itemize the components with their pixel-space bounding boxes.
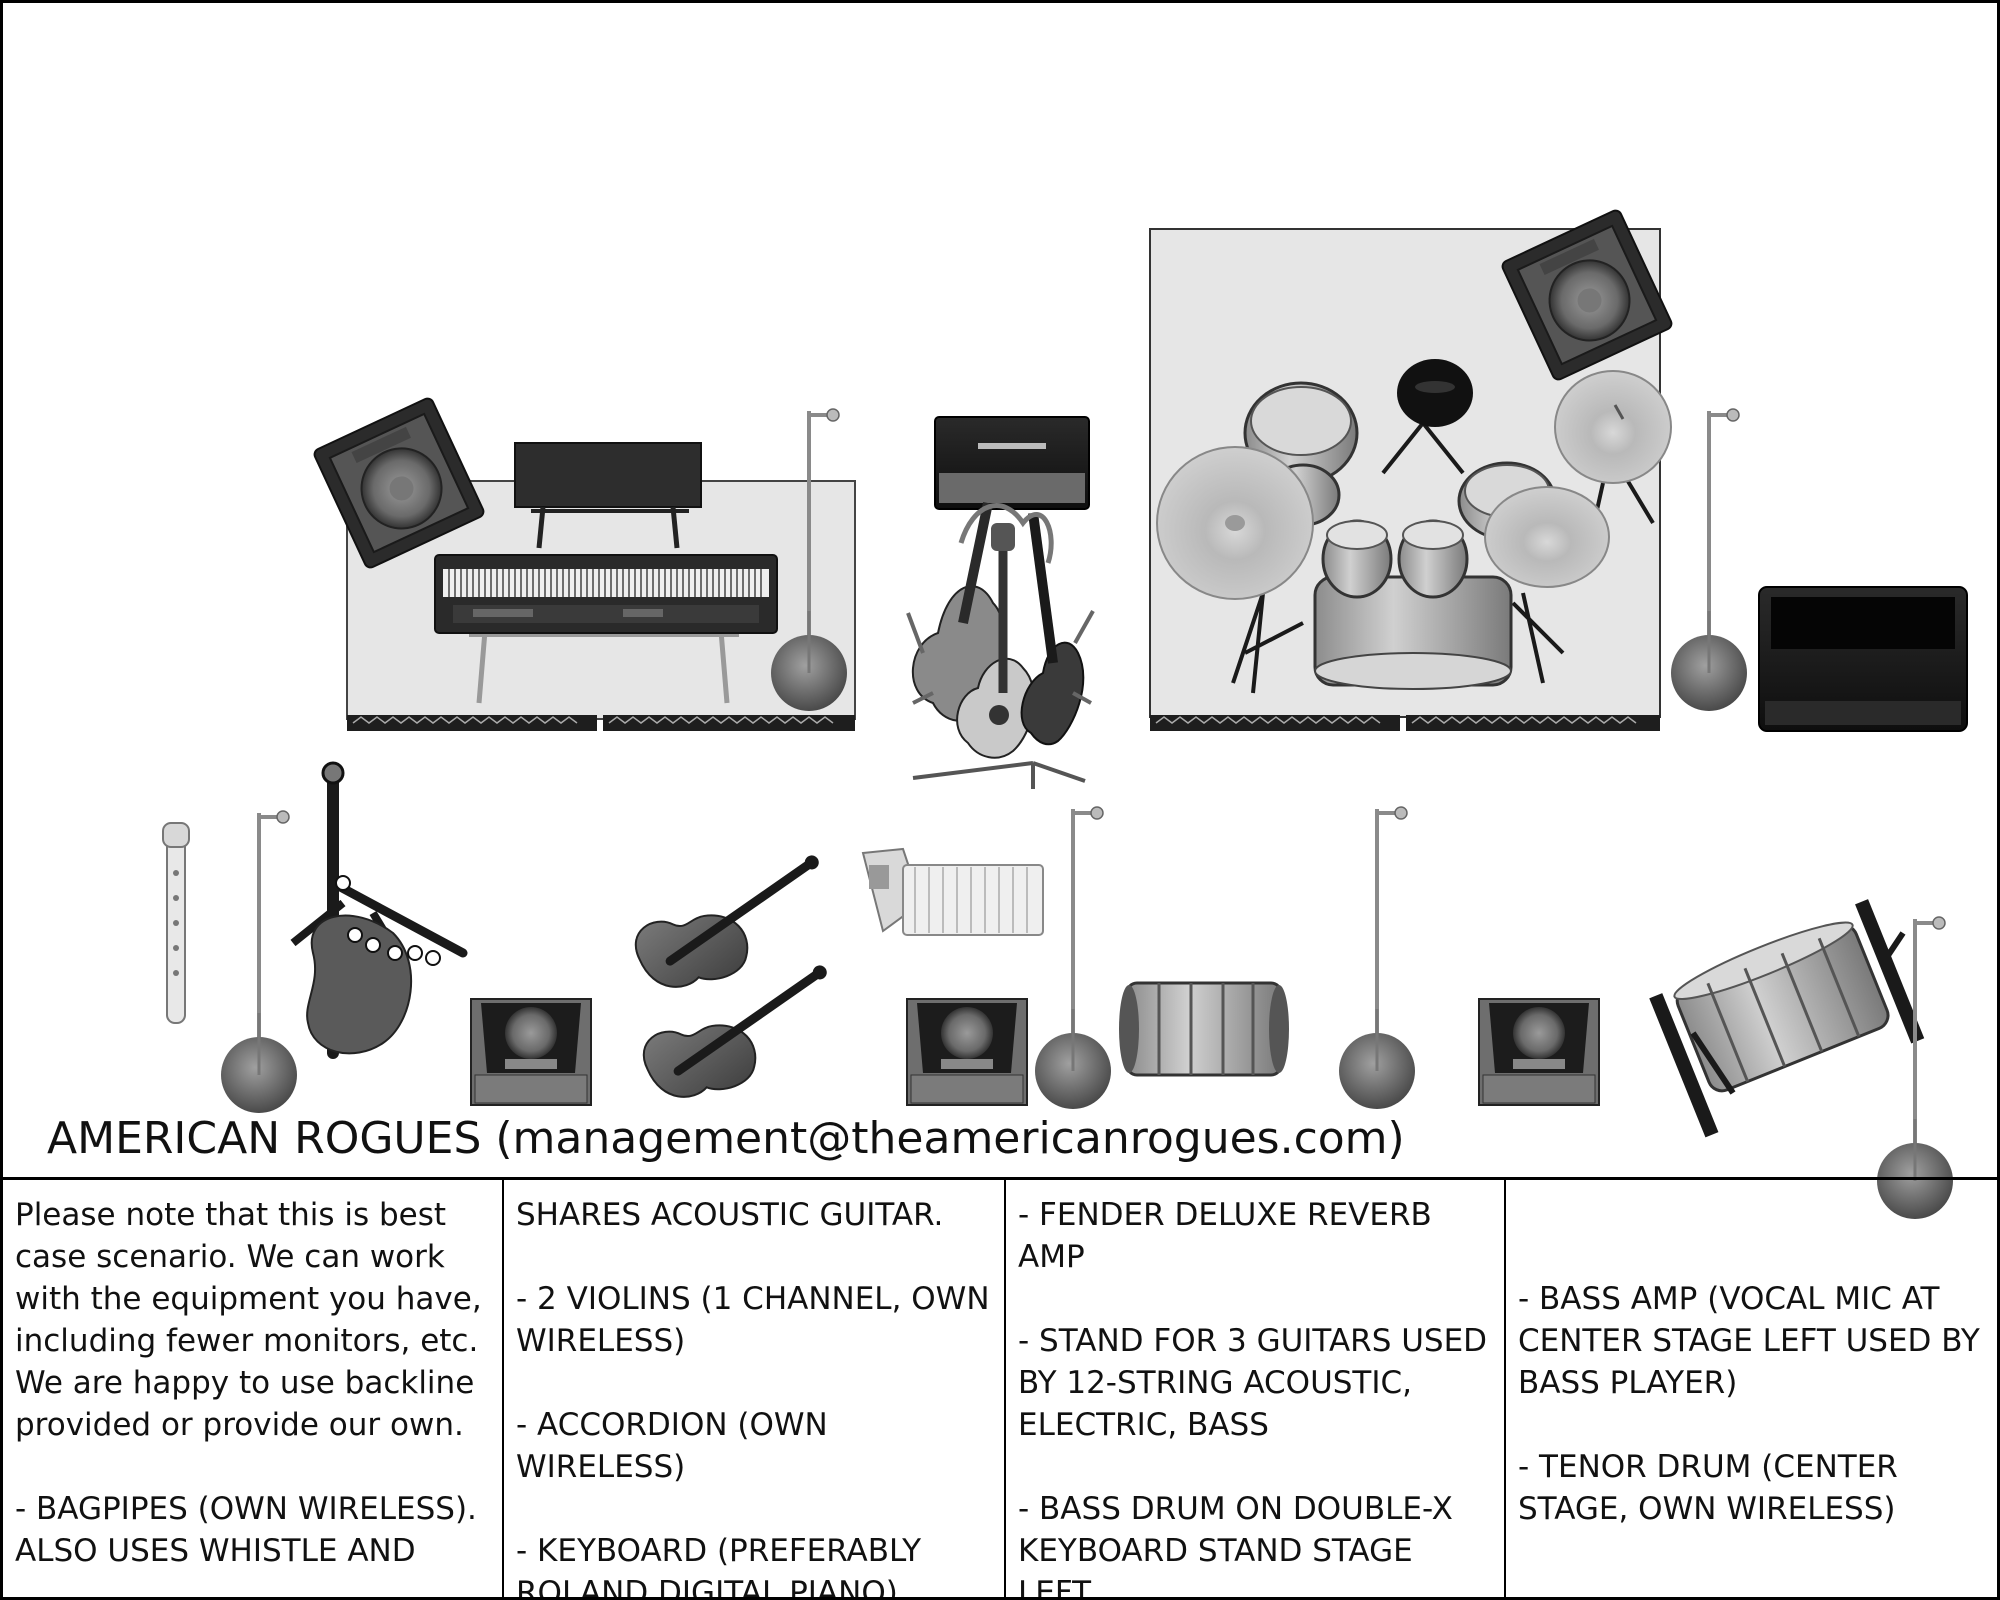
- note-paragraph: - TENOR DRUM (CENTER STAGE, OWN WIRELESS…: [1518, 1449, 1898, 1527]
- stage-diagram: [162, 207, 1968, 1221]
- drum-kit-icon: [1156, 359, 1672, 694]
- guitar-stand-icon: [906, 501, 1095, 789]
- keyboard-stand-icon: [514, 442, 702, 549]
- floor-monitor-icon: [1478, 998, 1600, 1106]
- note-paragraph: - FENDER DELUXE REVERB AMP: [1018, 1197, 1432, 1275]
- note-paragraph: - BASS DRUM ON DOUBLE-X KEYBOARD STAND S…: [1018, 1491, 1453, 1600]
- guitar-amp-icon: [934, 416, 1090, 510]
- mic-stand-icon: [219, 809, 299, 1115]
- accordion-icon: [861, 847, 1044, 936]
- bass-amp-icon: [1758, 586, 1968, 732]
- note-paragraph: - ACCORDION (OWN WIRELESS): [516, 1407, 828, 1485]
- note-paragraph: - BAGPIPES (OWN WIRELESS). ALSO USES WHI…: [15, 1491, 477, 1569]
- mic-stand-icon: [1337, 805, 1417, 1111]
- note-paragraph: [1518, 1194, 1993, 1236]
- notes-column-2: SHARES ACOUSTIC GUITAR. - 2 VIOLINS (1 C…: [502, 1177, 1005, 1600]
- note-paragraph: SHARES ACOUSTIC GUITAR.: [516, 1197, 944, 1233]
- floor-monitor-icon: [906, 998, 1028, 1106]
- note-paragraph: - 2 VIOLINS (1 CHANNEL, OWN WIRELESS): [516, 1281, 990, 1359]
- notes-column-4: - BASS AMP (VOCAL MIC AT CENTER STAGE LE…: [1504, 1177, 1997, 1597]
- notes-row: Please note that this is best case scena…: [3, 1177, 1997, 1600]
- notes-column-1: Please note that this is best case scena…: [3, 1177, 503, 1597]
- note-paragraph: - KEYBOARD (PREFERABLY ROLAND DIGITAL PI…: [516, 1533, 922, 1600]
- recorder-icon: [162, 822, 190, 1024]
- note-paragraph: Please note that this is best case scena…: [15, 1197, 482, 1443]
- bass-drum-icon: [1119, 981, 1289, 1077]
- violin-icon: [627, 855, 834, 992]
- band-title: AMERICAN ROGUES (management@theamericanr…: [47, 1113, 1405, 1164]
- note-paragraph: - STAND FOR 3 GUITARS USED BY 12-STRING …: [1018, 1323, 1488, 1443]
- notes-column-3: - FENDER DELUXE REVERB AMP - STAND FOR 3…: [1004, 1177, 1505, 1600]
- equipment-notes-table: Please note that this is best case scena…: [3, 1177, 1997, 1600]
- note-paragraph: - BASS AMP (VOCAL MIC AT CENTER STAGE LE…: [1518, 1281, 1980, 1401]
- floor-monitor-icon: [470, 998, 592, 1106]
- mic-stand-icon: [1033, 805, 1113, 1111]
- mic-stand-icon: [1669, 407, 1749, 713]
- bagpipes-icon: [290, 761, 468, 1059]
- keyboard-icon: [434, 554, 778, 704]
- tenor-drum-icon: [1649, 899, 1925, 1138]
